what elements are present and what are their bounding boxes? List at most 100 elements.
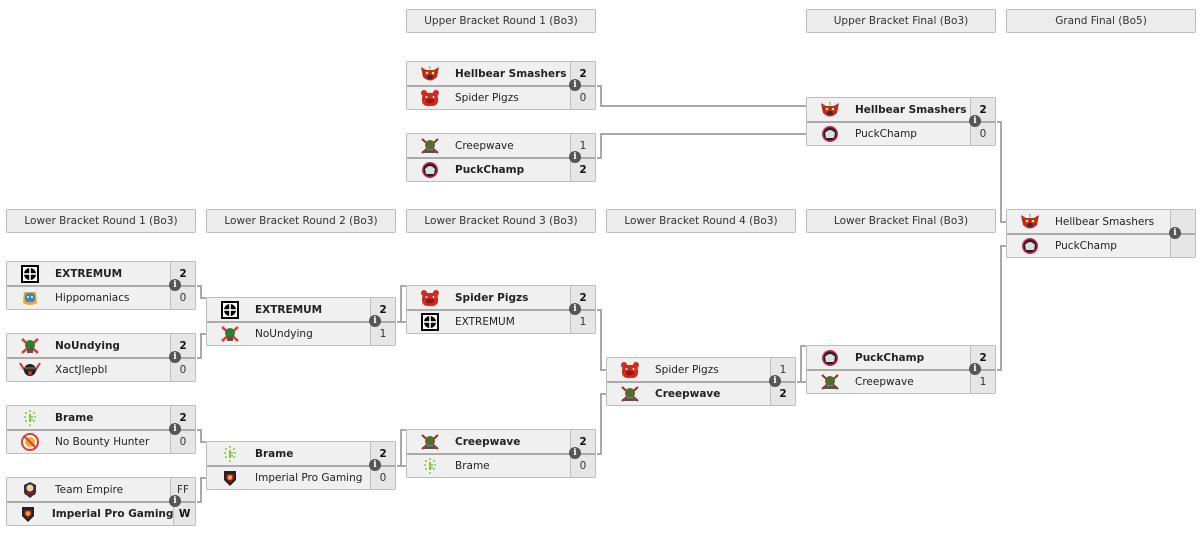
team-name[interactable]: EXTREMUM [55, 267, 123, 280]
team-name[interactable]: Spider Pigzs [655, 363, 719, 376]
imperial-icon [219, 469, 241, 487]
brame-icon [419, 457, 441, 475]
team-name[interactable]: Spider Pigzs [455, 291, 529, 304]
team-name[interactable]: Imperial Pro Gaming [51, 508, 174, 520]
brame-icon [19, 409, 41, 427]
connector-lb-r1-m4 [197, 477, 206, 503]
team-score: 0 [570, 87, 595, 109]
team-name[interactable]: Hippomaniacs [55, 292, 130, 304]
team-name[interactable]: Creepwave [855, 376, 914, 388]
match-info-icon[interactable]: i [969, 115, 981, 127]
team-name[interactable]: Creepwave [455, 139, 514, 152]
creepwave-icon [819, 373, 841, 391]
team-name[interactable]: EXTREMUM [455, 316, 515, 328]
team-score: 1 [370, 323, 395, 345]
team-name[interactable]: PuckChamp [455, 164, 525, 176]
team-name[interactable]: Brame [455, 460, 490, 472]
header-lower-bracket-round-2: Lower Bracket Round 2 (Bo3) [206, 209, 396, 233]
imperial-icon [19, 505, 38, 523]
team-score: W [173, 503, 195, 525]
team-score: 0 [170, 359, 195, 381]
team-name[interactable]: Brame [255, 447, 294, 460]
hellbear-icon [819, 101, 841, 119]
match-info-icon[interactable]: i [1169, 227, 1181, 239]
match-info-icon[interactable]: i [569, 447, 581, 459]
team-name[interactable]: PuckChamp [855, 351, 925, 364]
match-info-icon[interactable]: i [569, 303, 581, 315]
team-row[interactable]: Creepwave 1 [807, 369, 995, 393]
match-info-icon[interactable]: i [169, 351, 181, 363]
team-name[interactable]: Spider Pigzs [455, 92, 519, 104]
match-info-icon[interactable]: i [969, 363, 981, 375]
team-name[interactable]: Hellbear Smashers [855, 103, 967, 116]
team-name[interactable]: No Bounty Hunter [55, 436, 150, 448]
connector-lb-r3-m2 [597, 393, 606, 455]
match-info-icon[interactable]: i [369, 315, 381, 327]
team-name[interactable]: XactJlepbl [55, 364, 108, 376]
team-name[interactable]: Creepwave [455, 435, 521, 448]
team-row[interactable]: Spider Pigzs 0 [407, 85, 595, 109]
match-info-icon[interactable]: i [369, 459, 381, 471]
creepwave-icon [619, 385, 641, 403]
team-score: 1 [970, 371, 995, 393]
hellbear-icon [1019, 213, 1041, 231]
team-name[interactable]: EXTREMUM [255, 303, 323, 316]
header-upper-bracket-final: Upper Bracket Final (Bo3) [806, 9, 996, 33]
match-info-icon[interactable]: i [169, 423, 181, 435]
header-upper-bracket-round-1: Upper Bracket Round 1 (Bo3) [406, 9, 596, 33]
team-name[interactable]: NoUndying [255, 328, 313, 340]
team-name[interactable]: PuckChamp [855, 128, 917, 140]
team-row[interactable]: Hellbear Smashers [1007, 210, 1195, 233]
team-name[interactable]: PuckChamp [1055, 240, 1117, 252]
team-name[interactable]: Team Empire [55, 483, 124, 496]
connector-lb-r1-m1 [197, 285, 206, 299]
creepwave-icon [419, 137, 441, 155]
team-name[interactable]: Brame [55, 411, 94, 424]
pig-icon [619, 361, 641, 379]
team-row[interactable]: NoUndying 1 [207, 321, 395, 345]
match-info-icon[interactable]: i [769, 375, 781, 387]
team-row[interactable]: EXTREMUM 1 [407, 309, 595, 333]
team-name[interactable]: Creepwave [655, 388, 721, 400]
noundying-icon [219, 325, 241, 343]
team-name[interactable]: Hellbear Smashers [1055, 215, 1155, 228]
team-row[interactable]: XactJlepbl 0 [7, 357, 195, 381]
team-row[interactable]: PuckChamp [1007, 233, 1195, 257]
match-info-icon[interactable]: i [569, 79, 581, 91]
match-info-icon[interactable]: i [169, 279, 181, 291]
team-name[interactable]: NoUndying [55, 339, 120, 352]
match-info-icon[interactable]: i [169, 495, 181, 507]
team-name[interactable]: Hellbear Smashers [455, 67, 567, 80]
connector-lb-final [997, 245, 1006, 371]
extremum-icon [219, 300, 241, 319]
match-info-icon[interactable]: i [569, 151, 581, 163]
team-name[interactable]: Imperial Pro Gaming [255, 472, 363, 484]
connector-ub-r1-m2 [597, 133, 806, 159]
team-score: 1 [570, 311, 595, 333]
